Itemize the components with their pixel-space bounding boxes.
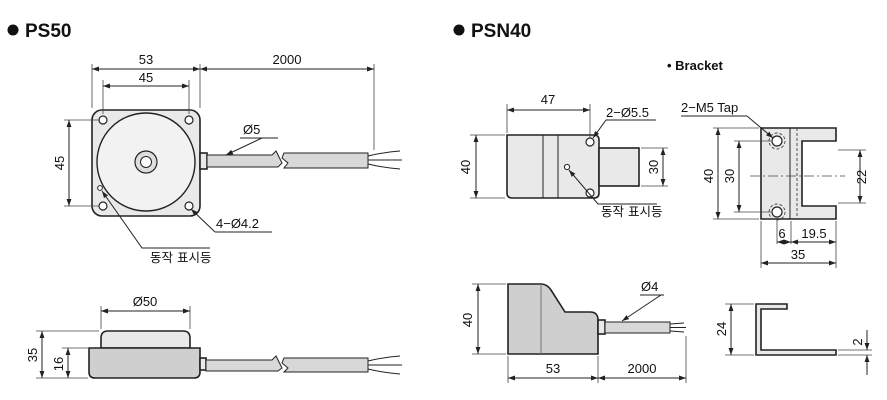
ps50-mount-hole	[98, 115, 108, 125]
psn40-title: PSN40	[471, 21, 531, 42]
bracket-profile	[755, 303, 837, 356]
bracket-tap-hole	[771, 135, 783, 147]
ps50-label-2000: 2000	[273, 52, 302, 67]
bracket-subtitle: • Bracket	[667, 58, 724, 73]
ps50-label-45w: 45	[139, 70, 153, 85]
bracket-label-30: 30	[722, 169, 737, 183]
bracket-label-24: 24	[714, 322, 729, 336]
ps50-top-view: 53 45 2000 45 Ø5 4−Ø4.2 동작 표시등	[52, 52, 402, 265]
psn40-label-53: 53	[546, 361, 560, 376]
ps50-cable	[206, 150, 283, 168]
psn40-led-indicator	[563, 163, 571, 171]
ps50-label-dia5: Ø5	[243, 122, 260, 137]
bracket-label-40: 40	[701, 169, 716, 183]
bracket-side-view: 24 2	[714, 303, 872, 375]
psn40-label-47: 47	[541, 92, 555, 107]
psn40-label-holes: 2−Ø5.5	[606, 105, 649, 120]
psn40-label-40: 40	[458, 160, 473, 174]
ps50-side-view: Ø50 35 16	[25, 294, 402, 379]
psn40-label-40-side: 40	[460, 313, 475, 327]
ps50-side-cap	[100, 330, 191, 349]
ps50-bullet-icon	[7, 24, 19, 36]
ps50-label-35: 35	[25, 348, 40, 362]
bracket-plate	[760, 127, 837, 220]
psn40-mount-hole	[585, 188, 595, 198]
bracket-tap-hole	[771, 206, 783, 218]
psn40-side-body	[507, 283, 599, 355]
ps50-led-indicator	[97, 185, 103, 191]
psn40-label-dia4: Ø4	[641, 279, 658, 294]
ps50-mount-hole	[184, 201, 194, 211]
bracket-label-35: 35	[791, 247, 805, 262]
ps50-label-dia50: Ø50	[133, 294, 158, 309]
psn40-mount-hole	[585, 137, 595, 147]
bracket-label-tap: 2−M5 Tap	[681, 100, 738, 115]
ps50-label-holes: 4−Ø4.2	[216, 216, 259, 231]
ps50-label-16: 16	[51, 357, 66, 371]
psn40-bullet-icon	[453, 24, 465, 36]
ps50-label-led: 동작 표시등	[150, 250, 211, 265]
ps50-title: PS50	[25, 21, 71, 42]
psn40-top-view: 47 2−Ø5.5 40 30 동작 표시등	[458, 92, 668, 219]
ps50-mount-hole	[184, 115, 194, 125]
psn40-side-view: Ø4 40 53 2000	[460, 279, 687, 383]
ps50-mount-hole	[98, 201, 108, 211]
ps50-label-53: 53	[139, 52, 153, 67]
bracket-label-2: 2	[850, 338, 865, 345]
psn40-label-led: 동작 표시등	[601, 204, 662, 219]
bracket-top-view: 2−M5 Tap 40 30 22 6 19.5 35	[681, 100, 869, 268]
psn40-cable-stub	[598, 147, 640, 187]
psn40-label-2000: 2000	[628, 361, 657, 376]
bracket-label-22: 22	[854, 170, 869, 184]
ps50-label-45h: 45	[52, 156, 67, 170]
ps50-side-base	[88, 347, 201, 379]
psn40-cable	[604, 321, 671, 334]
psn40-label-30: 30	[646, 160, 661, 174]
bracket-label-19-5: 19.5	[801, 226, 826, 241]
bracket-label-6: 6	[778, 226, 785, 241]
